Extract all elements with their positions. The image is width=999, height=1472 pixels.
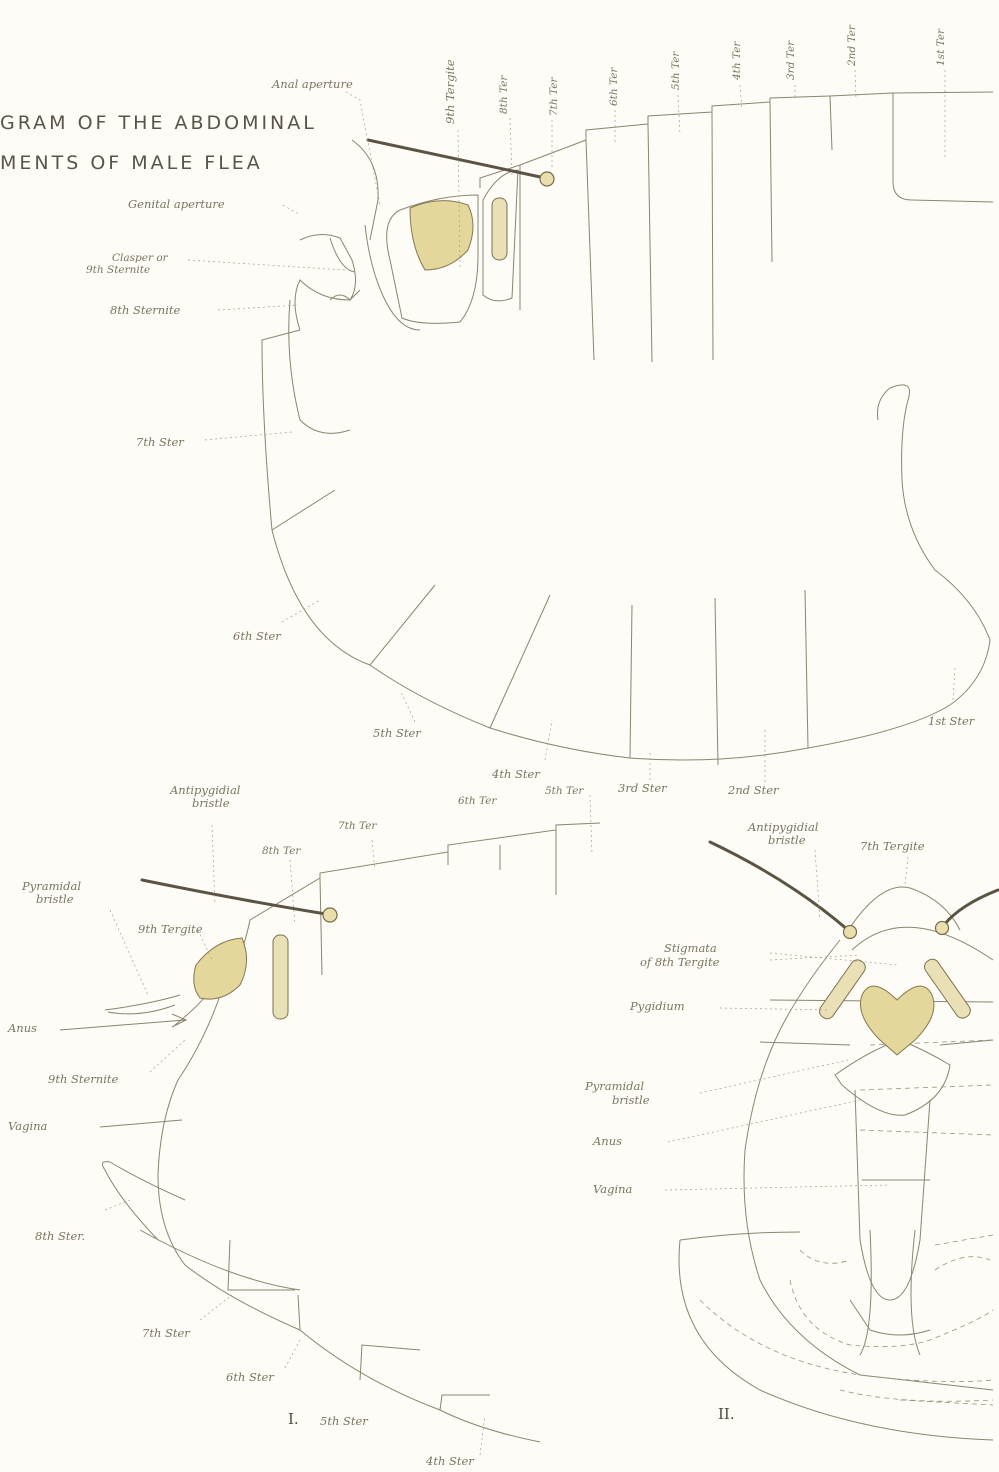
fig-II-outline [679, 887, 993, 1440]
fig-I-label-pyramidal-2: bristle [36, 893, 74, 905]
label-3rd-ster: 3rd Ster [618, 782, 667, 794]
fig-I-numeral: I. [288, 1410, 299, 1428]
fig-II-label-pyramidal-2: bristle [612, 1094, 650, 1106]
fig-I-label-vagina: Vagina [8, 1120, 47, 1132]
label-2nd-ter: 2nd Ter [846, 25, 858, 66]
label-6th-ster: 6th Ster [233, 630, 281, 642]
leader-lines-top [188, 70, 955, 782]
fig-II-label-stigmata-1: Stigmata [664, 942, 717, 954]
fig-I-label-7th-ster: 7th Ster [142, 1327, 190, 1339]
title-line-2: MENTS OF MALE FLEA [0, 152, 263, 174]
label-1st-ter: 1st Ter [935, 29, 947, 66]
fig-II-label-antipygidial-1: Antipygidial [748, 821, 818, 833]
stigma-fig-I [273, 935, 288, 1019]
fig-II-label-vagina: Vagina [593, 1183, 632, 1195]
label-clasper-2: 9th Sternite [86, 264, 150, 276]
label-7th-ster: 7th Ster [136, 436, 184, 448]
fig-I-label-antipygidial-2: bristle [192, 797, 230, 809]
label-clasper-1: Clasper or [112, 252, 168, 264]
title-line-1: GRAM OF THE ABDOMINAL [0, 112, 317, 134]
label-9th-tergite: 9th Tergite [444, 59, 456, 124]
label-3rd-ter: 3rd Ter [785, 41, 797, 80]
fig-I-label-7th-ter: 7th Ter [338, 820, 376, 832]
fig-I-label-anus: Anus [8, 1022, 37, 1034]
fig-I-label-9th-sternite: 9th Sternite [48, 1073, 118, 1085]
label-8th-sternite: 8th Sternite [110, 304, 180, 316]
fig-II-label-pyramidal-1: Pyramidal [585, 1080, 644, 1092]
label-anal-aperture: Anal aperture [272, 78, 353, 90]
fig-I-label-6th-ster: 6th Ster [226, 1371, 274, 1383]
fig-I-label-5th-ter: 5th Ter [545, 785, 583, 797]
fig-I-label-4th-ster: 4th Ster [426, 1455, 474, 1467]
fig-I-label-8th-ster: 8th Ster. [35, 1230, 85, 1242]
fig-II-numeral: II. [718, 1405, 735, 1423]
fig-I-label-antipygidial-1: Antipygidial [170, 784, 240, 796]
pygidium-fig-I [194, 938, 247, 999]
label-5th-ter: 5th Ter [670, 52, 682, 90]
label-4th-ster: 4th Ster [492, 768, 540, 780]
fig-I-label-pyramidal-1: Pyramidal [22, 880, 81, 892]
fig-I-label-5th-ster: 5th Ster [320, 1415, 368, 1427]
fig-II-label-7th-tergite: 7th Tergite [860, 840, 925, 852]
label-6th-ter: 6th Ter [608, 68, 620, 106]
label-4th-ter: 4th Ter [731, 42, 743, 80]
label-genital-aperture: Genital aperture [128, 198, 225, 210]
fig-I-label-6th-ter: 6th Ter [458, 795, 496, 807]
label-8th-ter: 8th Ter [498, 76, 510, 114]
antipygidial-bristle-fig-I [142, 880, 337, 922]
label-2nd-ster: 2nd Ster [728, 784, 779, 796]
pygidium-top [410, 201, 473, 270]
fig-II-label-anus: Anus [593, 1135, 622, 1147]
fig-II-label-antipygidial-2: bristle [768, 834, 806, 846]
fig-I-label-9th-tergite: 9th Tergite [138, 923, 203, 935]
fig-I-label-8th-ter: 8th Ter [262, 845, 300, 857]
antipygidial-bristles-fig-II [710, 842, 998, 939]
fig-II-label-pygidium: Pygidium [630, 1000, 685, 1012]
stigma-top [492, 198, 507, 260]
male-abdomen-outline [262, 92, 993, 765]
label-7th-ter: 7th Ter [548, 78, 560, 116]
label-5th-ster: 5th Ster [373, 727, 421, 739]
leader-lines-fig-I [105, 795, 592, 1455]
label-1st-ster: 1st Ster [928, 715, 974, 727]
fig-II-label-stigmata-2: of 8th Tergite [640, 956, 719, 968]
